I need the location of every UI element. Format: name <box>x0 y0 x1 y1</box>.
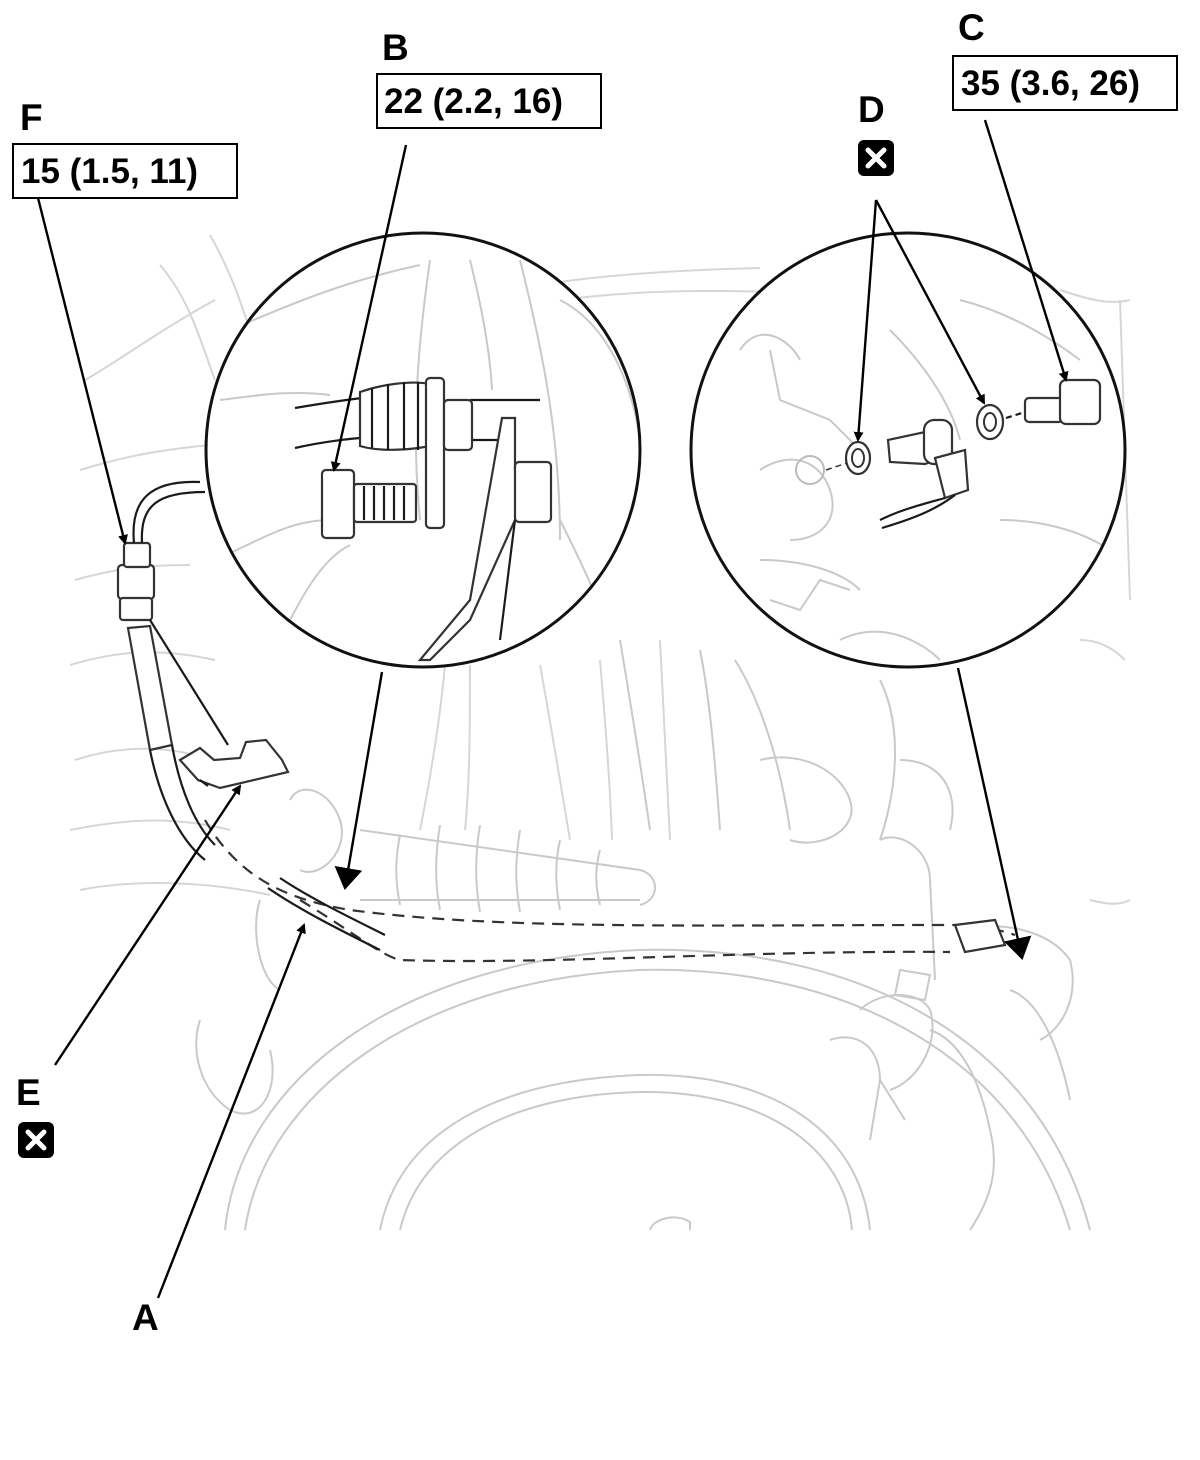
callout-letter-f: F <box>20 97 43 138</box>
torque-box-f <box>12 143 238 199</box>
detail-circle-banjo-bolt <box>689 231 1127 669</box>
background-suspension-linework <box>69 234 1131 1231</box>
callout-letter-e: E <box>16 1072 41 1113</box>
detail-circle-bracket-bolt <box>204 231 642 669</box>
callout-letter-a: A <box>132 1297 159 1338</box>
callout-letter-d: D <box>858 89 885 130</box>
leader-b <box>330 144 408 472</box>
torque-spec-b: 22 (2.2, 16) <box>384 82 563 121</box>
detail-arrow-left <box>334 671 384 890</box>
callout-letter-b: B <box>382 27 409 68</box>
leader-d2 <box>874 199 986 405</box>
replace-part-icon <box>18 1122 54 1158</box>
leader-a <box>156 923 306 1299</box>
leader-f <box>34 189 128 545</box>
leader-d1 <box>853 199 878 442</box>
leader-c <box>983 119 1069 382</box>
callout-letter-c: C <box>958 7 985 48</box>
torque-box-b <box>376 73 602 129</box>
detail-arrow-right <box>956 667 1032 960</box>
replace-part-icon <box>858 140 894 176</box>
brake-hose-assembly <box>116 480 1016 963</box>
torque-box-c <box>952 55 1178 111</box>
torque-spec-c: 35 (3.6, 26) <box>961 64 1140 103</box>
leader-e <box>53 784 242 1066</box>
torque-spec-f: 15 (1.5, 11) <box>21 152 198 191</box>
